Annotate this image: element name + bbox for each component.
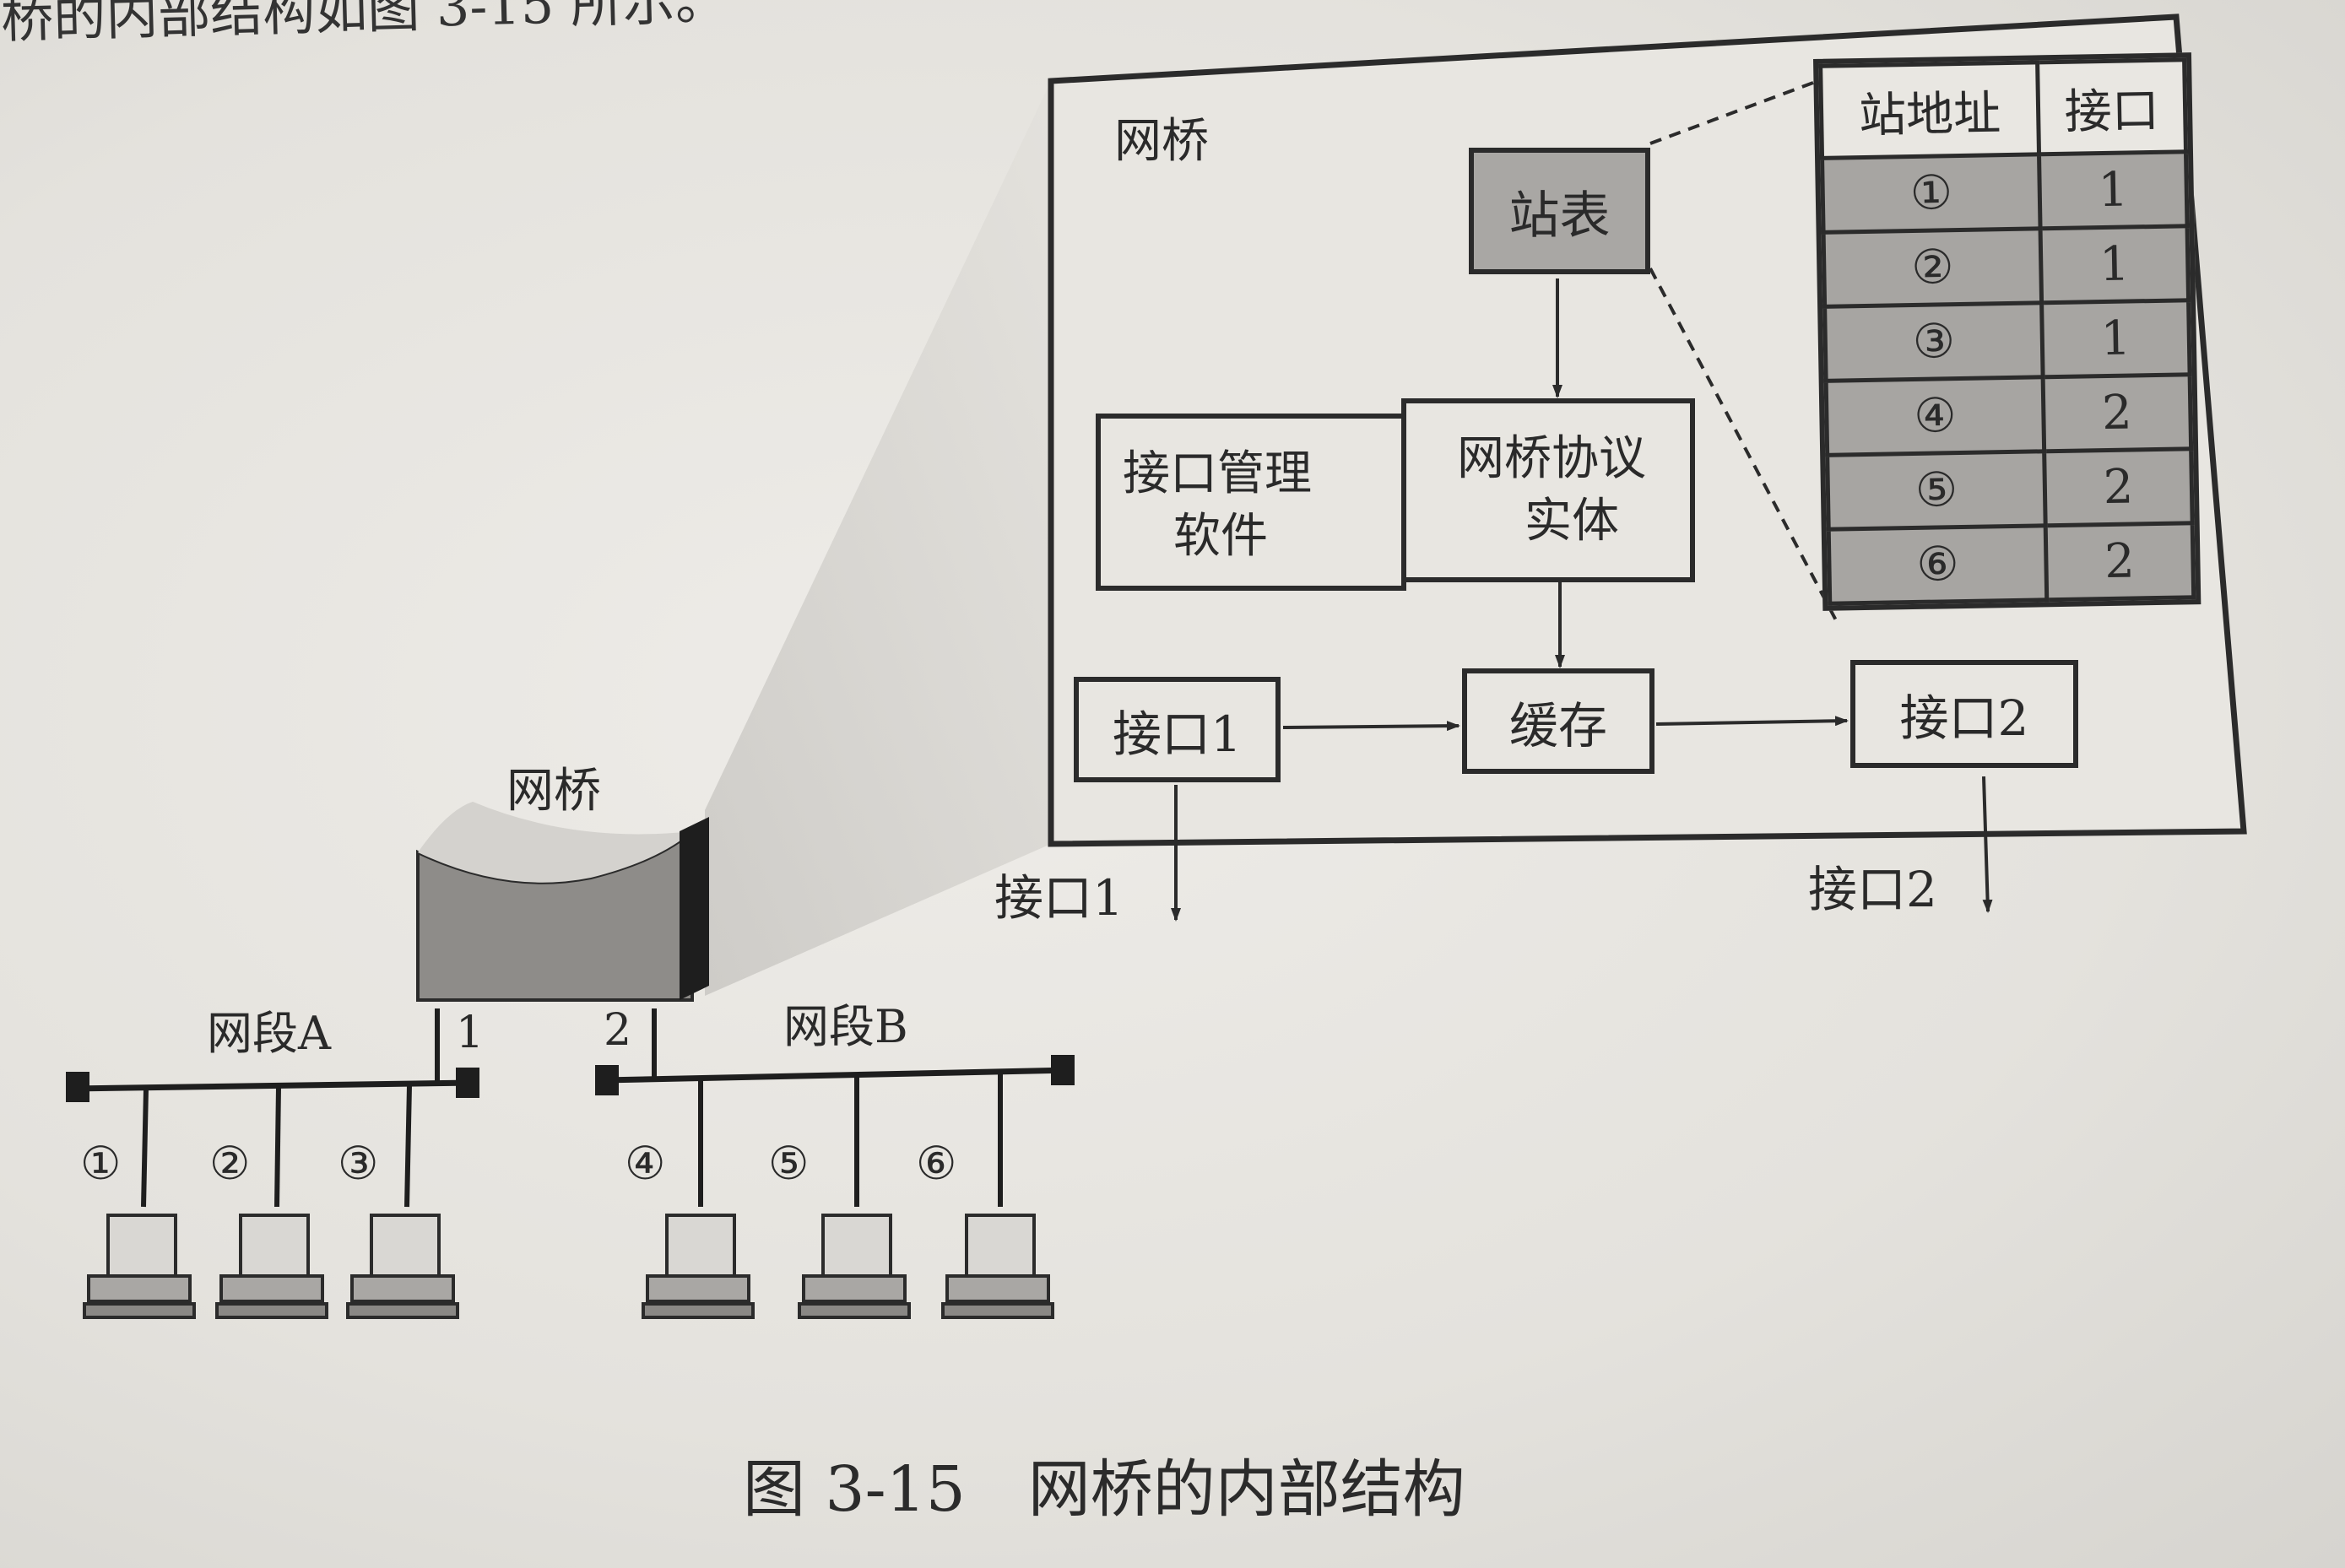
bridge-title: 网桥 (1114, 114, 1209, 169)
computer-3-icon (346, 1214, 459, 1319)
interface-mgmt-line2: 软件 (1173, 509, 1268, 564)
table-cell: ⑥ (1828, 525, 2047, 604)
port-number-1: 1 (456, 1008, 485, 1058)
device-label: 网桥 (506, 764, 601, 819)
arrow-port1-to-buffer (1282, 721, 1460, 732)
table-cell: 1 (2039, 151, 2188, 229)
station-label-1: ① (80, 1137, 122, 1190)
table-header-port: 接口 (2037, 59, 2186, 154)
arrow-port2-out (1982, 776, 1993, 913)
segment-a-label: 网段A (207, 1007, 331, 1060)
table-cell: 2 (2043, 374, 2191, 451)
interface-mgmt-line1: 接口管理 (1123, 446, 1312, 501)
table-cell: 2 (2044, 448, 2193, 526)
station-label-6: ⑥ (916, 1137, 957, 1190)
computer-6-icon (941, 1214, 1054, 1319)
dashed-link-top (1649, 81, 1814, 145)
table-cell: ⑤ (1827, 451, 2046, 530)
table-cell: ② (1823, 228, 2042, 307)
port1-label: 接口1 (1113, 705, 1242, 763)
station-label-5: ⑤ (768, 1137, 810, 1190)
computer-1-icon (83, 1214, 196, 1319)
protocol-entity-line1: 网桥协议 (1457, 431, 1646, 486)
interface-mgmt-box: 接口管理 软件 (1096, 414, 1406, 591)
station-label-4: ④ (625, 1137, 666, 1190)
table-header-address: 站地址 (1820, 62, 2039, 159)
computer-5-icon (798, 1214, 911, 1319)
station-label-2: ② (209, 1137, 251, 1190)
segment-b-label: 网段B (783, 1000, 908, 1053)
segment-b-bus (603, 1067, 1071, 1084)
zoom-beam (705, 81, 1051, 996)
table-cell: 1 (2040, 225, 2189, 303)
buffer-box: 缓存 (1462, 668, 1654, 774)
figure-caption: 图 3-15 网桥的内部结构 (743, 1453, 1465, 1526)
station-label-3: ③ (338, 1137, 379, 1190)
port2-label: 接口2 (1899, 689, 2029, 747)
protocol-entity-box: 网桥协议 实体 (1401, 398, 1695, 582)
station-table-box: 站表 (1469, 148, 1650, 274)
port2-box: 接口2 (1850, 660, 2078, 768)
bridge-device-side (680, 817, 709, 1000)
port1-out-label: 接口1 (994, 869, 1124, 927)
table-cell: ① (1822, 154, 2041, 233)
dashed-link-bottom (1649, 268, 1838, 621)
buffer-label: 缓存 (1508, 696, 1607, 754)
table-cell: ③ (1824, 302, 2044, 381)
segment-a-bus (71, 1079, 474, 1092)
arrow-buffer-to-port2 (1655, 716, 1849, 727)
bridge-device-top (418, 802, 692, 883)
port2-out-label: 接口2 (1808, 861, 1937, 918)
table-cell: 2 (2045, 522, 2194, 600)
station-table-label: 站表 (1508, 186, 1611, 246)
protocol-entity-line2: 实体 (1525, 494, 1619, 549)
computer-2-icon (215, 1214, 328, 1319)
table-cell: ④ (1826, 376, 2044, 456)
port1-box: 接口1 (1074, 677, 1281, 782)
computer-4-icon (642, 1214, 755, 1319)
table-cell: 1 (2041, 300, 2191, 377)
port-number-2: 2 (604, 1005, 632, 1056)
